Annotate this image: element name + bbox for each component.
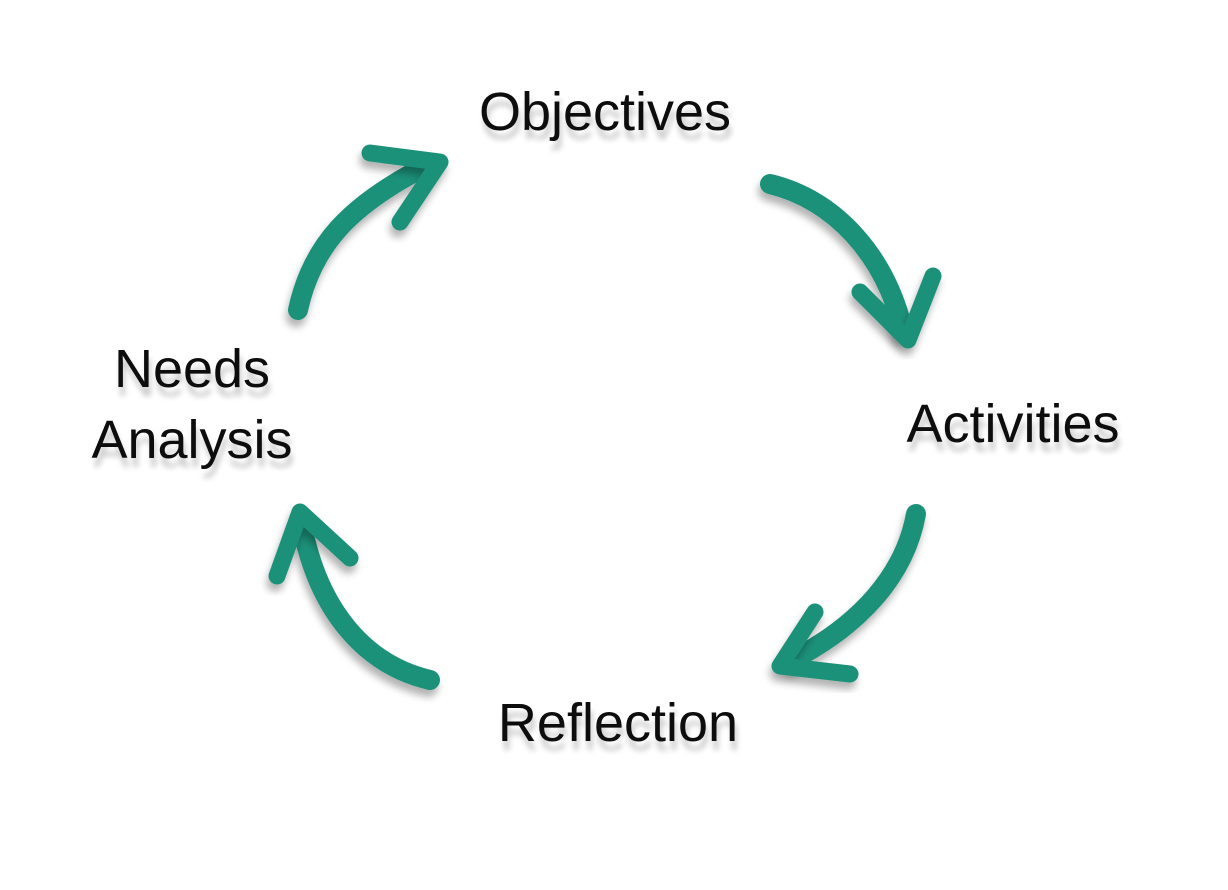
arrow-objectives-to-activities [760, 174, 942, 349]
arrow-head [268, 503, 359, 585]
arrow-shaft [760, 174, 913, 340]
stage-label-reflection: Reflection [498, 693, 738, 753]
stage-label-activities: Activities [906, 394, 1119, 454]
arrow-shaft [782, 504, 926, 670]
stage-label-needs-analysis-line-2: Analysis [91, 410, 292, 470]
arrow-head [851, 267, 942, 349]
stage-label-objectives: Objectives [479, 82, 731, 142]
arrow-head [771, 603, 859, 683]
arrow-shaft [288, 156, 436, 320]
arrow-shaft [292, 515, 440, 690]
arrow-head [361, 144, 449, 231]
arrow-needs-analysis-to-objectives [288, 144, 449, 320]
arrow-activities-to-reflection [771, 504, 926, 683]
stage-label-needs-analysis-line-1: Needs [114, 339, 270, 399]
arrow-reflection-to-needs-analysis [268, 503, 440, 690]
